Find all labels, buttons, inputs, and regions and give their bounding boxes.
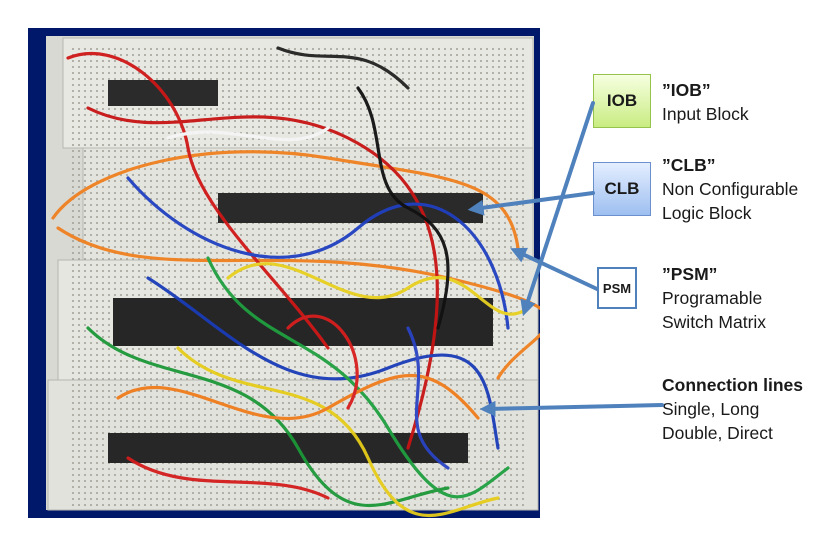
psm-box: PSM — [597, 267, 637, 309]
iob-desc-line: Input Block — [662, 104, 749, 124]
iob-title: ”IOB” — [662, 80, 711, 100]
iob-box: IOB — [593, 74, 651, 128]
iob-label: ”IOB” Input Block — [662, 78, 749, 126]
connection-lines-label: Connection lines Single, Long Double, Di… — [662, 373, 803, 445]
clb-desc-line: Logic Block — [662, 203, 752, 223]
psm-title: ”PSM” — [662, 264, 718, 284]
clb-box: CLB — [593, 162, 651, 216]
ic-chip — [113, 298, 493, 346]
clb-label: ”CLB” Non Configurable Logic Block — [662, 153, 798, 225]
psm-label: ”PSM” Programable Switch Matrix — [662, 262, 766, 334]
connection-desc-line: Single, Long — [662, 399, 760, 419]
psm-desc-line: Switch Matrix — [662, 312, 767, 332]
clb-desc-line: Non Configurable — [662, 179, 799, 199]
ic-chip — [218, 193, 483, 223]
connection-desc-line: Double, Direct — [662, 423, 773, 443]
psm-desc-line: Programable — [662, 288, 763, 308]
ic-chip — [108, 433, 468, 463]
clb-title: ”CLB” — [662, 155, 716, 175]
breadboard-photo — [28, 28, 540, 518]
connection-title: Connection lines — [662, 375, 803, 395]
